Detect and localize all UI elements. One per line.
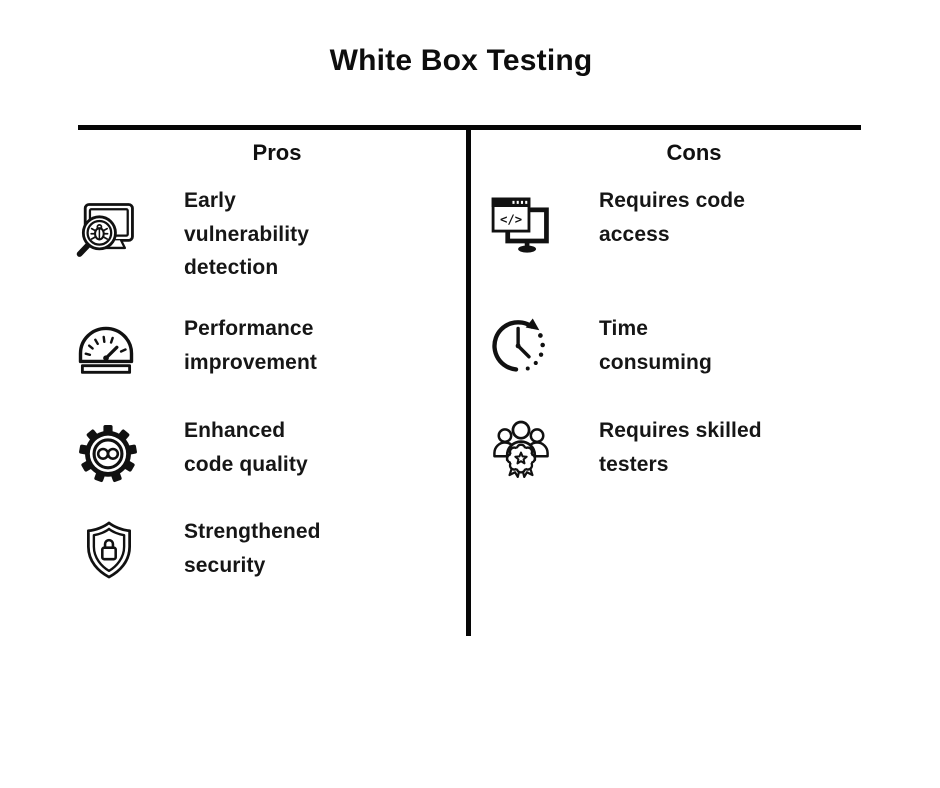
cons-item-label: Time consuming [599, 317, 712, 374]
cons-item-label: Requires skilled testers [599, 419, 762, 476]
clock-arrow-icon [486, 308, 554, 380]
pros-item-label: Early vulnerability detection [184, 189, 310, 279]
pros-item-label: Enhanced code quality [184, 419, 308, 476]
code-window-monitor-icon: </> [486, 188, 554, 260]
pros-column-header: Pros [252, 140, 302, 165]
column-divider-line [466, 125, 471, 636]
pros-item-label: Performance improvement [184, 317, 317, 374]
speedometer-icon [72, 308, 140, 380]
cons-item-label: Requires code access [599, 189, 746, 246]
shield-lock-icon [76, 514, 142, 586]
bug-scan-monitor-icon [72, 194, 140, 266]
gear-infinity-icon [75, 416, 141, 488]
team-badge-icon [488, 412, 554, 484]
page-title: White Box Testing [329, 44, 593, 77]
svg-text:</>: </> [500, 213, 522, 227]
cons-column-header: Cons [666, 140, 722, 165]
pros-item-label: Strengthened security [184, 520, 321, 577]
